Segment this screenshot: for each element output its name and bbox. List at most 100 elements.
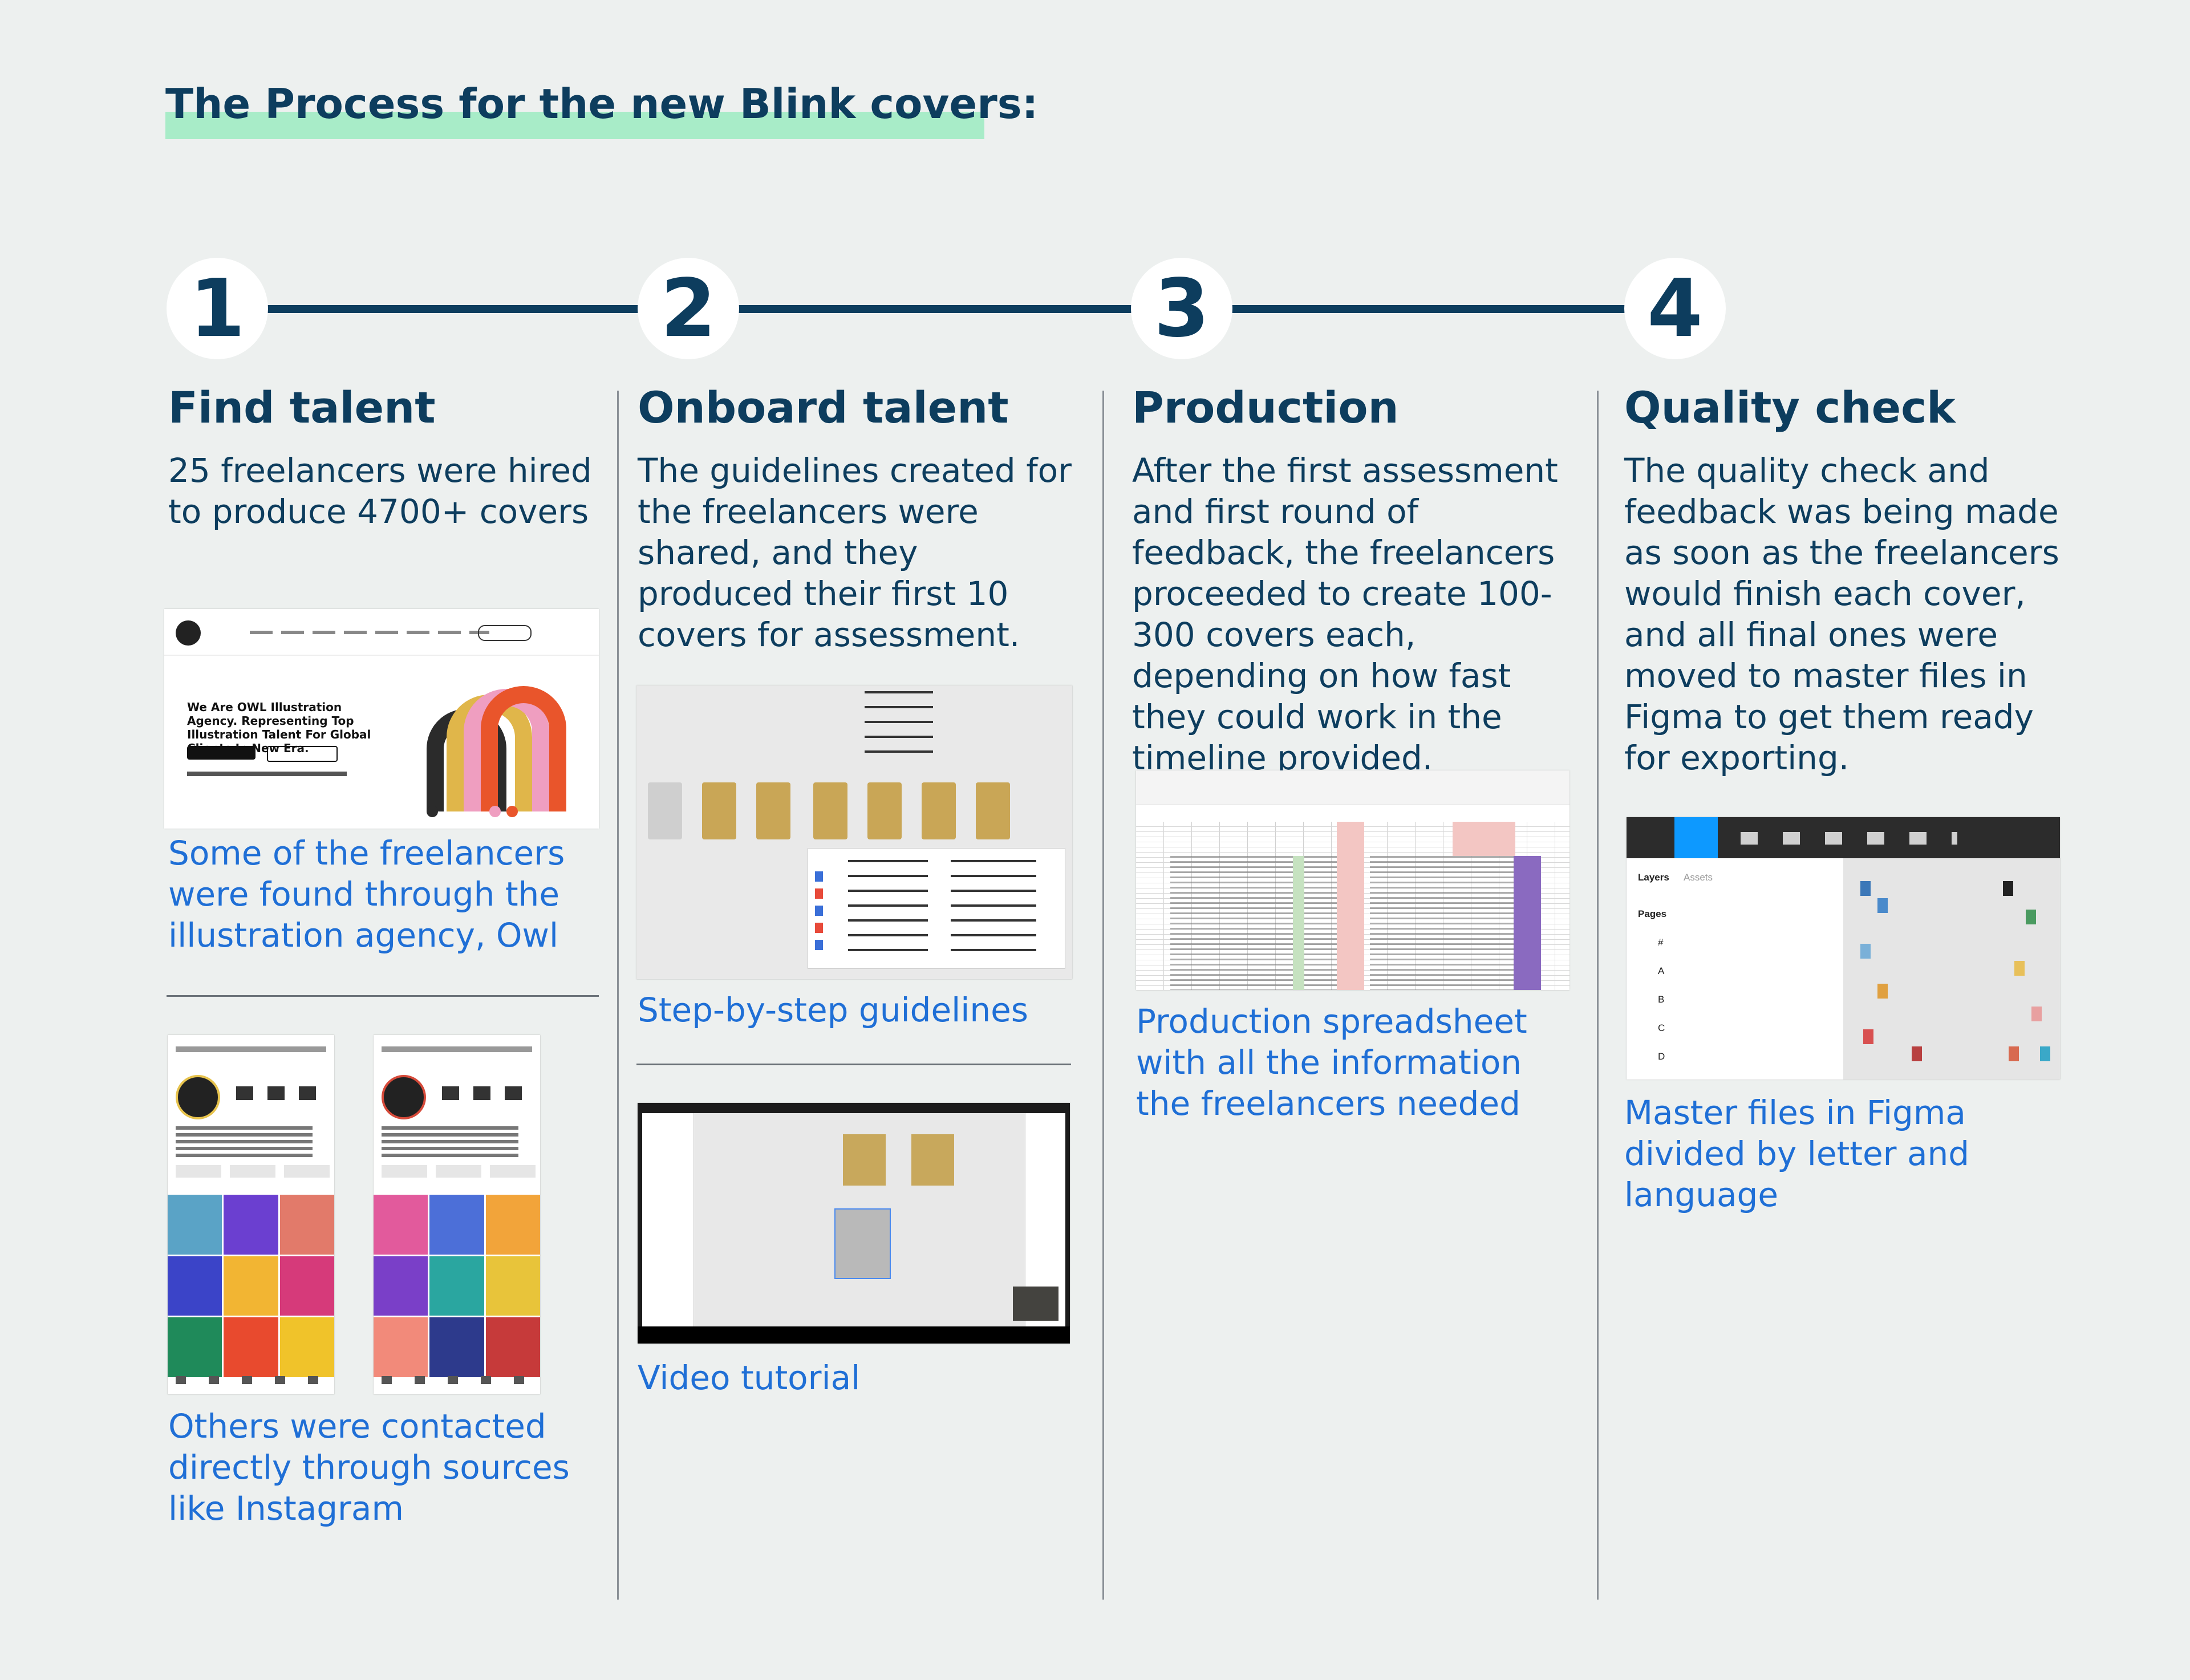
figma-toolbar xyxy=(1627,817,2060,858)
figma-left-panel: Layers Assets Pages # A B C D xyxy=(1627,858,1844,1080)
owl-find-button xyxy=(187,746,256,760)
video-webcam xyxy=(1013,1287,1058,1321)
step-1-body: 25 freelancers were hired to produce 470… xyxy=(168,451,592,531)
column-divider xyxy=(617,391,619,1600)
cover-thumbnail xyxy=(2003,881,2013,896)
cover-thumbnail xyxy=(2026,910,2036,924)
cover-thumbnail xyxy=(1877,898,1888,913)
guideline-type-panel xyxy=(808,848,1065,969)
cover-thumbnail xyxy=(1877,984,1888,999)
guideline-cover xyxy=(702,782,736,839)
phone-status-bar xyxy=(176,1046,326,1052)
cover-thumbnail xyxy=(2031,1007,2042,1021)
guideline-cover xyxy=(922,782,956,839)
figma-tool-icons xyxy=(1741,832,1957,845)
owl-nav-links xyxy=(250,631,489,634)
step-3-text: Production After the first assessment an… xyxy=(1132,382,1588,778)
step-4-body: The quality check and feedback was being… xyxy=(1624,451,2059,777)
profile-bio xyxy=(382,1126,518,1160)
guidelines-caption: Step-by-step guidelines xyxy=(638,991,1029,1029)
guideline-shapes xyxy=(815,871,823,957)
phone-tab-bar xyxy=(176,1376,326,1384)
cover-thumbnail xyxy=(2009,1046,2019,1061)
video-caption: Video tutorial xyxy=(638,1358,861,1397)
title-highlight xyxy=(165,112,984,139)
timeline-connector xyxy=(736,305,1141,313)
move-tool-icon xyxy=(1674,817,1718,858)
guideline-cover xyxy=(976,782,1010,839)
title-block: The Process for the new Blink covers: xyxy=(165,80,1039,139)
avatar xyxy=(176,1075,220,1119)
cover-thumbnail xyxy=(2040,1046,2050,1061)
step-3-heading: Production xyxy=(1132,382,1399,433)
video-figma-layers xyxy=(642,1113,694,1326)
column-divider xyxy=(1102,391,1104,1600)
figma-page-item: A xyxy=(1658,965,1665,976)
figma-caption: Master files in Figma divided by letter … xyxy=(1624,1093,1970,1214)
owl-logo-icon xyxy=(176,620,201,646)
step-1-text: Find talent 25 freelancers were hired to… xyxy=(168,382,602,532)
cover-thumbnail xyxy=(1860,944,1871,959)
figma-page-item: D xyxy=(1658,1051,1665,1062)
video-dock xyxy=(638,1326,1070,1344)
video-tutorial-screenshot xyxy=(638,1103,1070,1344)
figma-screenshot: Layers Assets Pages # A B C D xyxy=(1627,817,2060,1080)
step-4-heading: Quality check xyxy=(1624,382,1956,433)
step-number-2: 2 xyxy=(638,258,739,359)
profile-bio xyxy=(176,1126,313,1160)
owl-navbar xyxy=(164,609,599,656)
spreadsheet-caption: Production spreadsheet with all the info… xyxy=(1136,1002,1527,1123)
phone-status-bar xyxy=(382,1046,532,1052)
owl-used-by-line xyxy=(187,772,347,776)
step-number-4: 4 xyxy=(1624,258,1726,359)
owl-arch-illustration xyxy=(427,686,566,817)
spreadsheet-cells xyxy=(1170,856,1341,990)
figma-canvas xyxy=(1843,858,2060,1080)
figma-page-item: B xyxy=(1658,994,1665,1005)
column-1-separator xyxy=(167,995,599,997)
owl-caption: Some of the freelancers were found throu… xyxy=(168,834,565,955)
phone-tab-bar xyxy=(382,1376,532,1384)
instagram-phone-2 xyxy=(374,1035,540,1394)
avatar xyxy=(382,1075,426,1119)
guideline-text-block xyxy=(848,860,928,957)
instagram-phone-1 xyxy=(168,1035,334,1394)
guideline-cover xyxy=(648,782,682,839)
step-1-heading: Find talent xyxy=(168,382,436,433)
guideline-text-block xyxy=(865,691,933,760)
spreadsheet-purple-column xyxy=(1514,856,1541,990)
spreadsheet-red-column xyxy=(1337,822,1364,990)
cover-thumbnail xyxy=(1863,1029,1873,1044)
figma-pages-label: Pages xyxy=(1638,908,1667,919)
guideline-cover xyxy=(813,782,847,839)
spreadsheet-screenshot xyxy=(1136,770,1570,990)
guideline-cover xyxy=(867,782,902,839)
post-grid xyxy=(374,1195,540,1377)
step-number-1: 1 xyxy=(167,258,268,359)
step-2-body: The guidelines created for the freelance… xyxy=(638,451,1072,654)
owl-website-screenshot: We Are OWL Illustration Agency. Represen… xyxy=(164,609,599,829)
spreadsheet-toolbar xyxy=(1136,770,1570,805)
step-4-text: Quality check The quality check and feed… xyxy=(1624,382,2080,778)
cover-thumbnail xyxy=(2014,961,2025,976)
profile-stats xyxy=(236,1086,327,1100)
guidelines-screenshot xyxy=(636,685,1072,979)
profile-buttons xyxy=(176,1165,330,1178)
instagram-caption: Others were contacted directly through s… xyxy=(168,1407,570,1528)
guideline-cover xyxy=(756,782,790,839)
owl-touch-button xyxy=(267,746,338,762)
timeline-connector xyxy=(1226,305,1637,313)
post-grid xyxy=(168,1195,334,1377)
profile-buttons xyxy=(382,1165,536,1178)
column-divider xyxy=(1597,391,1599,1600)
column-2-separator xyxy=(636,1064,1071,1065)
figma-layers-tab: Layers xyxy=(1638,872,1669,883)
figma-page-item: # xyxy=(1658,937,1664,948)
spreadsheet-green-column xyxy=(1293,856,1304,990)
step-3-body: After the first assessment and first rou… xyxy=(1132,451,1558,777)
owl-contact-button xyxy=(478,625,532,641)
figma-assets-tab: Assets xyxy=(1684,872,1713,883)
video-selected-cover xyxy=(834,1208,891,1279)
guideline-text-block xyxy=(951,860,1036,957)
page-title: The Process for the new Blink covers: xyxy=(165,80,1039,128)
